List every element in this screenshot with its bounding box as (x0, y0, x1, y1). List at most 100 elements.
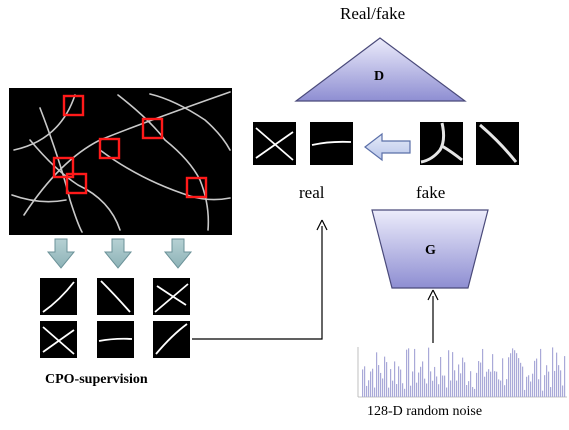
cpo-patch-grid (40, 278, 190, 358)
noise-bar (388, 387, 390, 397)
left-arrow-icon (364, 132, 411, 162)
noise-bar (418, 372, 420, 397)
noise-bar (386, 362, 388, 397)
patch-box (62, 94, 85, 117)
noise-bar (432, 380, 434, 397)
noise-bar (550, 387, 552, 397)
noise-bar (458, 364, 460, 397)
noise-bar (466, 385, 468, 397)
noise-bar (456, 380, 458, 397)
noise-bar (558, 365, 560, 397)
noise-bar (404, 388, 406, 397)
noise-bar (480, 362, 482, 397)
noise-bar (446, 387, 448, 397)
noise-bar (368, 380, 370, 397)
noise-bar (362, 369, 364, 397)
noise-bar (382, 378, 384, 397)
noise-bar (516, 353, 518, 397)
noise-bar (470, 371, 472, 397)
noise-bar (468, 381, 470, 397)
real-connector-arrow (192, 226, 323, 340)
noise-bar (412, 371, 414, 397)
noise-bar (560, 370, 562, 397)
noise-bar (450, 380, 452, 397)
noise-bar (438, 384, 440, 397)
noise-bar (486, 371, 488, 397)
noise-bar (376, 352, 378, 397)
noise-bar (490, 371, 492, 397)
noise-bar (510, 353, 512, 397)
noise-bar (484, 376, 486, 397)
noise-bar (526, 376, 528, 397)
noise-bar (426, 383, 428, 397)
noise-bar (420, 366, 422, 397)
patch-box (141, 117, 164, 140)
generator-block (371, 209, 489, 289)
noise-bar (542, 390, 544, 397)
noise-bar (512, 348, 514, 397)
noise-bar (414, 348, 416, 397)
patch-box (185, 176, 208, 199)
noise-bar (502, 358, 504, 397)
noise-bar (392, 380, 394, 397)
cpo-supervision-label: CPO-supervision (45, 372, 148, 387)
generator-label: G (425, 243, 436, 258)
noise-label: 128-D random noise (367, 404, 483, 419)
noise-bar (390, 369, 392, 397)
up-arrow-icon (316, 219, 328, 231)
up-arrow-icon (427, 289, 439, 301)
patch-box (98, 137, 121, 160)
noise-bar (408, 348, 410, 397)
noise-bar (492, 354, 494, 397)
noise-bar (564, 356, 566, 397)
noise-bar (518, 358, 520, 397)
noise-histogram (357, 347, 567, 398)
noise-bar (372, 368, 374, 397)
noise-bar (366, 385, 368, 397)
noise-bar (428, 347, 430, 397)
noise-bar (424, 378, 426, 397)
down-arrow-icon (103, 238, 133, 269)
noise-bar (534, 360, 536, 397)
noise-bar (472, 387, 474, 397)
noise-bar (394, 361, 396, 397)
noise-bar (440, 356, 442, 397)
noise-bar (506, 379, 508, 397)
noise-bar (422, 361, 424, 397)
noise-bar (430, 371, 432, 397)
patch-box (65, 172, 88, 195)
noise-bar (416, 382, 418, 397)
noise-bar (514, 350, 516, 397)
noise-bar (474, 388, 476, 397)
noise-bar (378, 365, 380, 397)
noise-bar (522, 366, 524, 397)
noise-bar (384, 356, 386, 397)
noise-bar (496, 371, 498, 397)
noise-bar (528, 375, 530, 397)
noise-bar (476, 372, 478, 397)
noise-bar (448, 350, 450, 397)
real-fake-label: Real/fake (340, 4, 406, 23)
noise-bar (554, 370, 556, 397)
noise-bar (410, 385, 412, 397)
noise-bar (452, 352, 454, 397)
noise-bar (478, 361, 480, 397)
real-label: real (299, 183, 325, 202)
noise-bar (482, 348, 484, 397)
real-patch-pair (253, 122, 353, 165)
noise-bar (494, 371, 496, 397)
noise-bar (498, 379, 500, 397)
noise-bar (530, 381, 532, 397)
noise-bar (444, 375, 446, 397)
noise-bar (370, 371, 372, 397)
noise-bar (540, 348, 542, 397)
road-map-image (9, 88, 232, 235)
noise-bar (520, 362, 522, 397)
discriminator-label: D (374, 69, 385, 84)
noise-bar (508, 357, 510, 397)
noise-bar (552, 347, 554, 397)
noise-bar (538, 379, 540, 397)
noise-bar (504, 385, 506, 397)
noise-bar (442, 375, 444, 397)
noise-bar (396, 384, 398, 397)
